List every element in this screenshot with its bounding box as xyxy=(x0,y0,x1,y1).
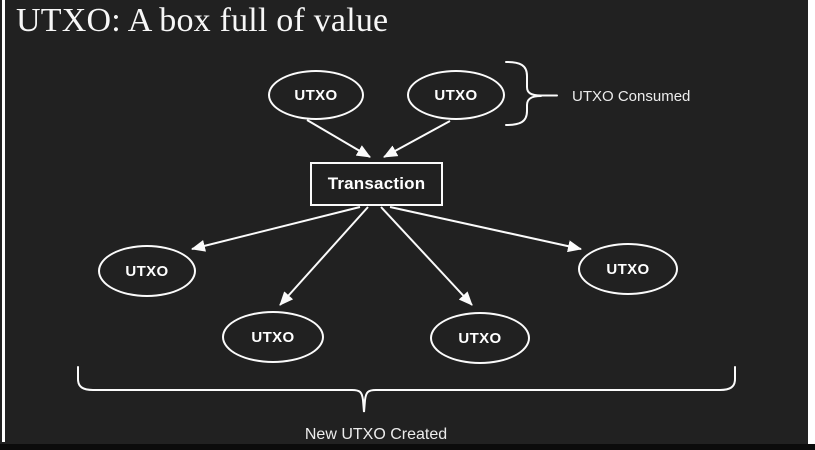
created-annotation: New UTXO Created xyxy=(304,426,448,443)
arrow-output-3 xyxy=(380,206,473,306)
arrow-output-2 xyxy=(279,206,369,306)
transaction-label: Transaction xyxy=(327,174,426,193)
consumed-annotation: UTXO Consumed xyxy=(572,88,691,105)
arrow-input-1 xyxy=(306,119,371,158)
consumed-brace xyxy=(505,61,558,126)
utxo-output-label-4: UTXO xyxy=(606,260,650,278)
utxo-output-node-2: UTXO xyxy=(222,311,324,363)
arrow-output-4 xyxy=(389,206,582,253)
created-brace xyxy=(77,366,736,413)
utxo-output-node-1: UTXO xyxy=(98,245,196,297)
utxo-output-label-1: UTXO xyxy=(125,262,169,280)
utxo-input-label-2: UTXO xyxy=(434,86,478,104)
utxo-output-node-4: UTXO xyxy=(578,243,678,295)
utxo-output-label-3: UTXO xyxy=(458,329,502,347)
arrow-output-1 xyxy=(191,206,361,252)
utxo-input-node-1: UTXO xyxy=(268,70,364,120)
slide-right-edge xyxy=(808,0,815,444)
utxo-input-node-2: UTXO xyxy=(407,70,505,120)
utxo-input-label-1: UTXO xyxy=(294,86,338,104)
transaction-box: Transaction xyxy=(310,162,443,206)
slide-bottom-strip xyxy=(0,444,815,450)
utxo-output-node-3: UTXO xyxy=(430,312,530,364)
slide-left-edge xyxy=(2,0,5,442)
arrow-input-2 xyxy=(383,120,451,158)
slide-title: UTXO: A box full of value xyxy=(16,2,389,39)
utxo-output-label-2: UTXO xyxy=(251,328,295,346)
